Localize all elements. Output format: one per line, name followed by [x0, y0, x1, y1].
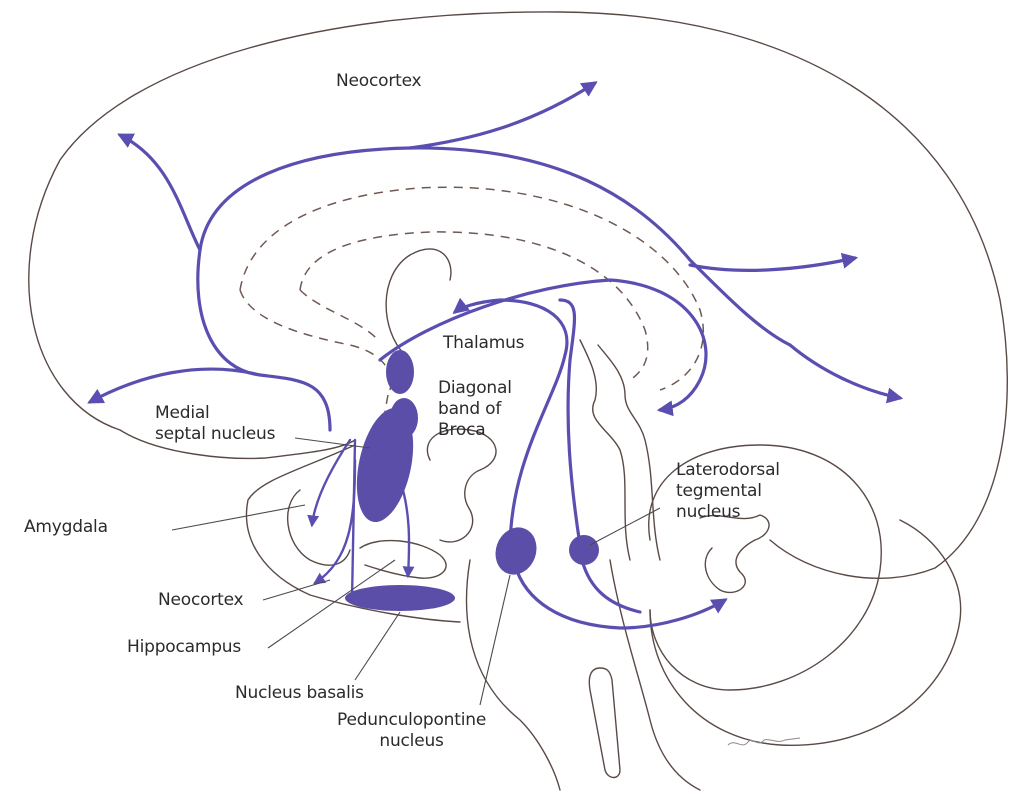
- projection-occipital: [790, 345, 900, 398]
- label-amygdala: Amygdala: [24, 517, 108, 538]
- label-laterodorsal-line2: tegmental: [676, 481, 780, 502]
- label-laterodorsal: Laterodorsal tegmental nucleus: [676, 460, 780, 523]
- artist-signature: [728, 738, 800, 745]
- pedunculopontine-nucleus: [489, 522, 543, 581]
- diagonal-band-nucleus-upper: [386, 350, 414, 394]
- projection-frontal-up: [120, 135, 200, 250]
- label-diagonal-band-line2: band of: [438, 399, 512, 420]
- aqueduct-contour: [580, 340, 630, 560]
- fourth-ventricle: [700, 515, 769, 592]
- basal-vertical-line: [352, 440, 355, 600]
- laterodorsal-nucleus: [569, 535, 599, 565]
- label-laterodorsal-line3: nucleus: [676, 502, 780, 523]
- label-medial-septal-line2: septal nucleus: [155, 424, 275, 445]
- label-neocortex-bottom: Neocortex: [158, 590, 243, 611]
- brainstem-contour: [467, 560, 560, 790]
- projection-posterior: [690, 258, 855, 270]
- leader-medial-septal: [295, 438, 370, 448]
- cingulate-contour: [386, 249, 451, 355]
- brainstem-contour-right: [610, 560, 700, 790]
- label-medial-septal: Medial septal nucleus: [155, 403, 275, 445]
- hippocampus-contour: [360, 541, 446, 579]
- leader-neocortex-low: [263, 580, 330, 600]
- diencephalon-contour: [427, 429, 496, 542]
- ventricle-dashed-inner: [300, 232, 648, 380]
- projection-top-right: [410, 83, 595, 148]
- nucleus-basalis: [345, 585, 455, 611]
- label-thalamus: Thalamus: [443, 333, 524, 354]
- projection-inner-arc: [380, 280, 706, 410]
- ventricle-dashed-outer: [240, 187, 703, 390]
- leader-nucleus-basalis: [355, 612, 400, 680]
- label-medial-septal-line1: Medial: [155, 403, 275, 424]
- projection-frontal-low: [90, 369, 260, 402]
- label-laterodorsal-line1: Laterodorsal: [676, 460, 780, 481]
- pedunculopontine-to-cerebellum: [515, 565, 725, 628]
- leader-amygdala: [172, 505, 305, 530]
- label-neocortex-top: Neocortex: [336, 71, 421, 92]
- laterodorsal-ascending: [560, 300, 580, 545]
- label-diagonal-band-line1: Diagonal: [438, 378, 512, 399]
- cerebellum-lower: [650, 520, 961, 745]
- label-nucleus-basalis: Nucleus basalis: [235, 683, 364, 704]
- pons-slot: [589, 668, 620, 778]
- leader-pedunculopontine: [480, 575, 510, 705]
- label-pedunculopontine: Pedunculopontine nucleus: [337, 710, 486, 752]
- label-diagonal-band-line3: Broca: [438, 420, 512, 441]
- label-diagonal-band: Diagonal band of Broca: [438, 378, 512, 441]
- projection-to-amygdala: [312, 440, 350, 525]
- label-pedunculopontine-line1: Pedunculopontine: [337, 710, 486, 731]
- ventricle-dashed-down: [300, 290, 378, 340]
- label-pedunculopontine-line2: nucleus: [337, 731, 486, 752]
- label-hippocampus: Hippocampus: [127, 637, 241, 658]
- aqueduct-contour-2: [598, 345, 660, 560]
